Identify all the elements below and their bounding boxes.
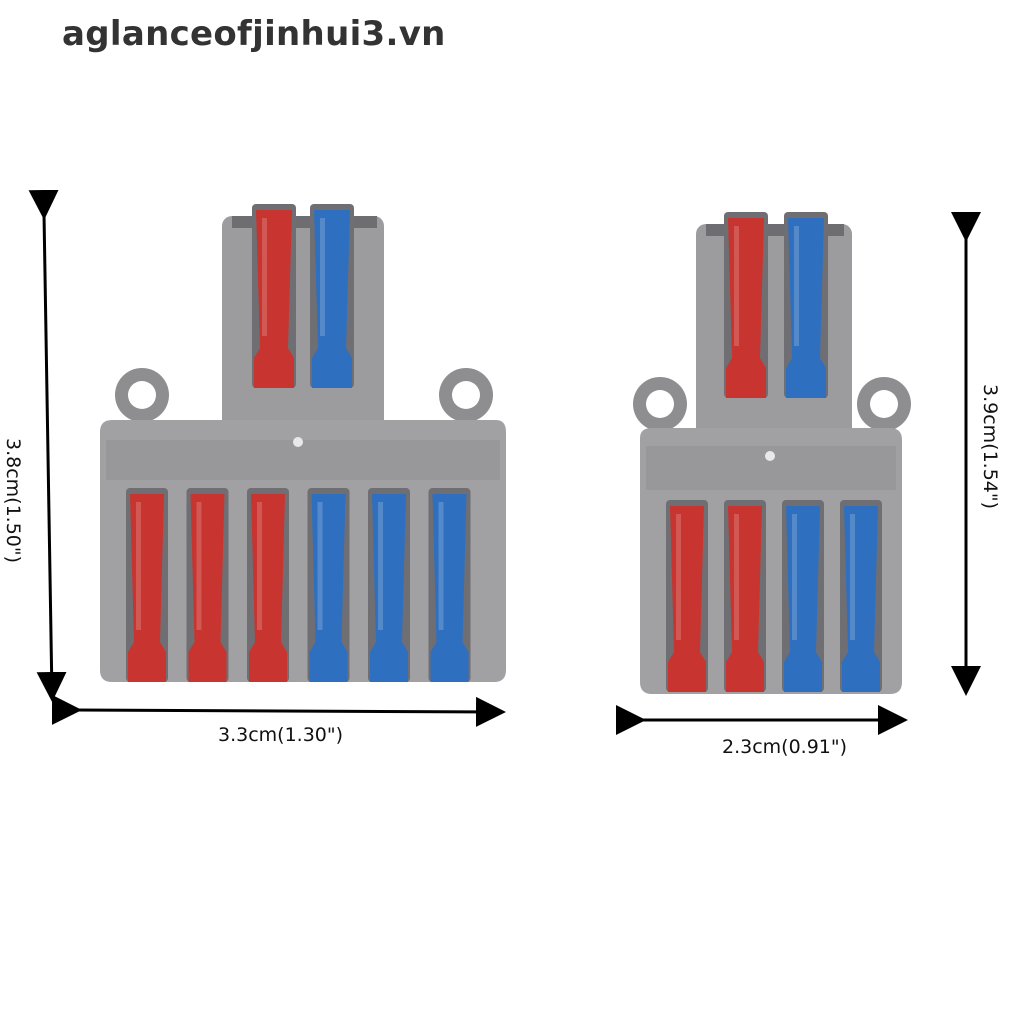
right-bottom-lever-red-1 <box>668 506 706 692</box>
left-height-arrow <box>28 189 67 702</box>
right-bottom-lever-blue-4 <box>842 506 880 692</box>
left-width-arrow <box>51 694 506 727</box>
right-top-housing <box>696 224 852 442</box>
right-top-lever-red-1 <box>726 218 766 398</box>
right-bottom-lever-blue-3 <box>784 506 822 692</box>
left-connector <box>100 204 506 682</box>
dimension-arrows <box>28 189 981 735</box>
left-height-label: 3.8cm(1.50") <box>2 438 24 564</box>
left-bottom-lever-red-1 <box>128 494 166 682</box>
right-bottom-lever-red-2 <box>726 506 764 692</box>
right-width-label: 2.3cm(0.91") <box>722 736 848 758</box>
left-top-lever-red-1 <box>254 210 294 388</box>
watermark-text: aglanceofjinhui3.vn <box>62 14 446 54</box>
left-top-housing <box>222 216 384 436</box>
left-bottom-lever-blue-6 <box>430 494 469 682</box>
right-connector <box>633 212 911 694</box>
left-bottom-lever-blue-5 <box>370 494 408 682</box>
left-bottom-lever-blue-4 <box>309 494 348 682</box>
right-height-label: 3.9cm(1.54") <box>979 384 1001 510</box>
left-width-label: 3.3cm(1.30") <box>218 724 344 746</box>
left-bottom-lever-red-2 <box>188 494 227 682</box>
left-bottom-lever-red-3 <box>249 494 287 682</box>
left-top-lever-blue-2 <box>312 210 352 388</box>
right-top-lever-blue-2 <box>786 218 826 398</box>
